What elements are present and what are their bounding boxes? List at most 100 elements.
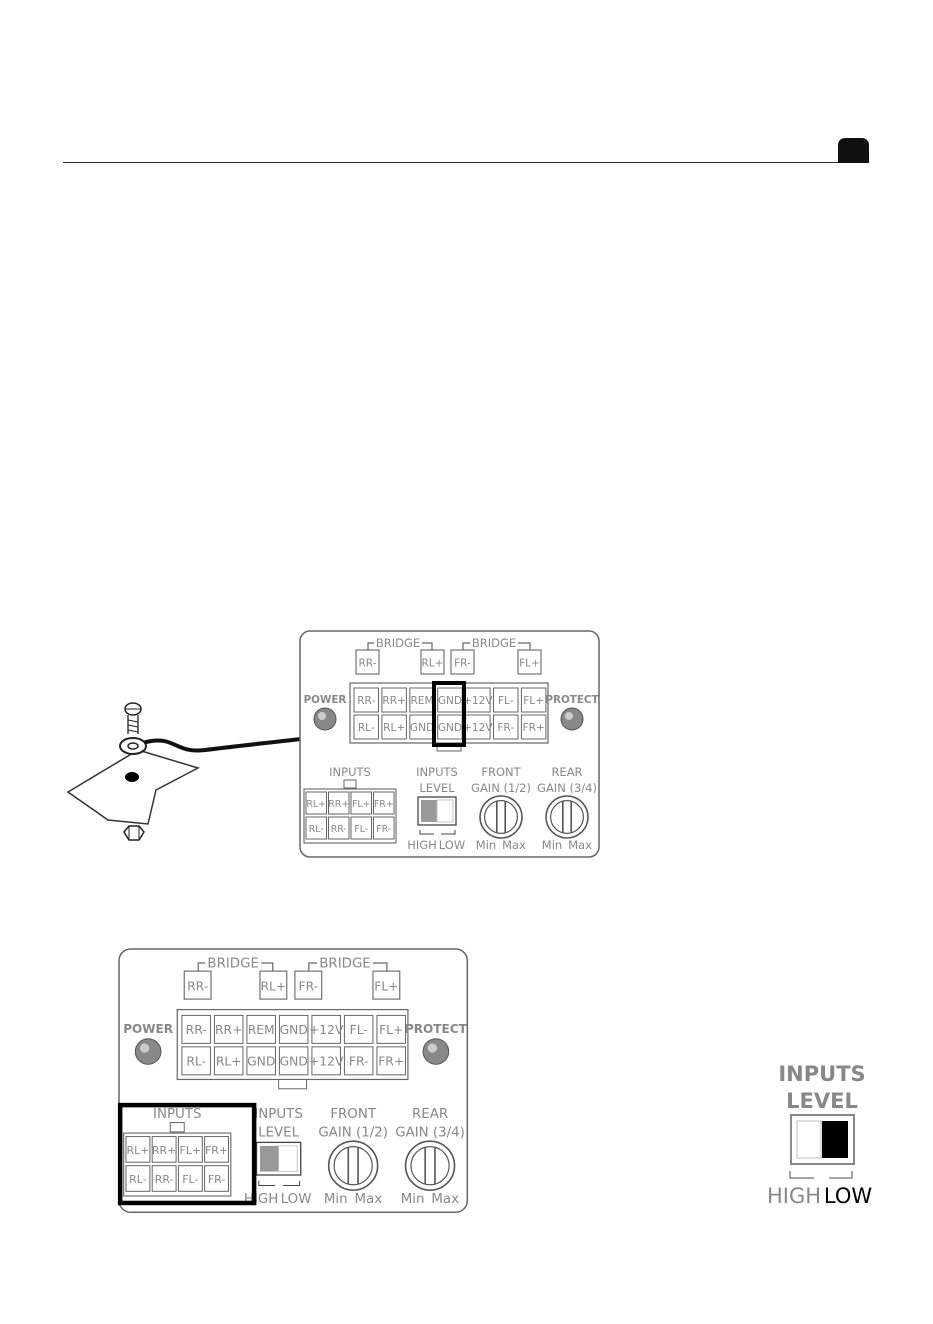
level-switch-slot xyxy=(436,799,454,823)
closeup-label-1: INPUTS xyxy=(778,1062,865,1086)
closeup-switch-slot xyxy=(796,1120,822,1159)
power-terminal-cell xyxy=(376,1014,406,1044)
power-terminal-cell xyxy=(409,714,435,740)
inputs-level-label-1: INPUTS xyxy=(254,1107,302,1122)
front-gain-knob-icon-inner xyxy=(333,1146,373,1186)
power-terminal-cell xyxy=(493,714,519,740)
closeup-switch-ticks xyxy=(789,1171,853,1179)
input-terminal-cell xyxy=(177,1165,203,1192)
power-terminal-label: FL+ xyxy=(379,1023,403,1037)
power-terminal-label: FL- xyxy=(350,1023,368,1037)
power-terminal-cell xyxy=(213,1014,244,1044)
inputs-tab xyxy=(343,779,357,789)
power-terminal-cell xyxy=(278,1046,309,1076)
front-knob-max: Max xyxy=(502,838,526,852)
input-terminal-cell xyxy=(305,791,327,815)
input-terminal-cell xyxy=(328,816,350,840)
power-terminal-label: RR- xyxy=(357,695,375,707)
front-gain-label-2: GAIN (1/2) xyxy=(318,1126,388,1141)
front-gain-knob-icon-ring xyxy=(479,795,523,839)
mount-hole xyxy=(125,772,139,782)
power-terminal-cell xyxy=(465,714,491,740)
protect-led-shine xyxy=(565,712,573,720)
power-terminal-cell xyxy=(311,1014,341,1044)
input-terminal-label: RR- xyxy=(155,1173,174,1186)
power-terminal-cell xyxy=(213,1046,244,1076)
input-terminal-cell xyxy=(373,791,395,815)
power-terminal-label: RL+ xyxy=(383,722,405,734)
input-terminal-label: FL+ xyxy=(352,799,371,810)
bridge-terminal-label: RL+ xyxy=(260,979,286,993)
power-terminal-cell xyxy=(343,1046,374,1076)
input-terminal-cell xyxy=(350,816,372,840)
header-rule xyxy=(63,162,869,163)
power-led-shine xyxy=(139,1043,150,1053)
bridge-terminal-label: RR- xyxy=(187,979,208,993)
rear-gain-label-2: GAIN (3/4) xyxy=(537,781,597,795)
power-terminal-cell xyxy=(376,1046,406,1076)
bridge-front-bracket xyxy=(308,962,388,972)
power-terminal-label: +12V xyxy=(309,1023,344,1037)
gnd-highlight-box xyxy=(432,681,466,747)
bridge-rear-label: BRIDGE xyxy=(376,636,420,650)
power-block-tab xyxy=(278,1078,308,1090)
power-terminal-label: RR+ xyxy=(215,1023,242,1037)
input-terminal-label: RL+ xyxy=(306,799,326,810)
front-gain-knob-icon xyxy=(327,1140,379,1191)
power-terminal-cell xyxy=(381,714,407,740)
power-terminal-label: RR- xyxy=(186,1023,207,1037)
bridge-terminal-label: FR- xyxy=(299,979,319,993)
input-terminal-cell xyxy=(177,1136,203,1163)
bridge-rear-bracket xyxy=(197,962,274,972)
rear-knob-max: Max xyxy=(431,1192,459,1207)
bridge-terminal-box xyxy=(372,970,401,1000)
level-switch-slider xyxy=(259,1145,279,1172)
front-knob-min: Min xyxy=(476,838,496,852)
inputs-label: INPUTS xyxy=(329,765,371,779)
input-terminal-cell xyxy=(151,1136,177,1163)
bridge-terminal-box xyxy=(259,970,288,1000)
ring-terminal-icon xyxy=(119,737,147,755)
rear-knob-max: Max xyxy=(568,838,592,852)
power-terminal-label: FR+ xyxy=(378,1055,404,1069)
bridge-front-bracket xyxy=(462,642,531,650)
input-terminal-cell xyxy=(151,1165,177,1192)
closeup-label-2: LEVEL xyxy=(786,1089,858,1113)
rear-knob-min: Min xyxy=(542,838,562,852)
power-terminal-cell xyxy=(520,687,547,713)
input-terminal-label: FL- xyxy=(354,824,368,835)
input-terminal-cell xyxy=(373,816,395,840)
inputs-level-label-1: INPUTS xyxy=(416,765,458,779)
input-terminal-label: RL- xyxy=(129,1173,147,1186)
input-terminal-label: RL+ xyxy=(126,1144,149,1157)
input-terminal-cell xyxy=(204,1165,230,1192)
input-terminal-label: FL- xyxy=(182,1173,198,1186)
power-terminal-label: RL- xyxy=(186,1055,206,1069)
front-gain-knob-icon-ring xyxy=(327,1140,379,1191)
bridge-terminal-label: RR- xyxy=(358,658,376,670)
input-terminal-cell xyxy=(125,1136,151,1163)
power-terminal-label: FL- xyxy=(498,695,514,707)
level-switch-slot xyxy=(278,1145,298,1172)
power-terminal-label: GND xyxy=(280,1055,308,1069)
front-gain-label-2: GAIN (1/2) xyxy=(471,781,531,795)
chassis-plate xyxy=(66,749,200,825)
rear-gain-knob-icon-inner xyxy=(550,800,584,834)
bridge-terminal-label: FL+ xyxy=(519,658,540,670)
rear-gain-knob-icon-inner xyxy=(410,1146,450,1186)
input-terminal-label: FR+ xyxy=(205,1144,228,1157)
bridge-terminal-label: FL+ xyxy=(374,979,398,993)
power-led-label: POWER xyxy=(123,1022,174,1036)
inputs-tab xyxy=(169,1122,185,1133)
power-terminal-label: RL+ xyxy=(216,1055,242,1069)
input-terminal-label: RR+ xyxy=(152,1144,176,1157)
closeup-switch-slider xyxy=(822,1121,848,1158)
power-terminal-label: +12V xyxy=(463,695,493,707)
power-terminal-label: REM xyxy=(248,1023,275,1037)
input-terminal-cell xyxy=(204,1136,230,1163)
power-terminal-label: FL+ xyxy=(523,695,544,707)
power-led-label: POWER xyxy=(304,694,347,706)
power-terminal-label: GND xyxy=(438,695,462,707)
